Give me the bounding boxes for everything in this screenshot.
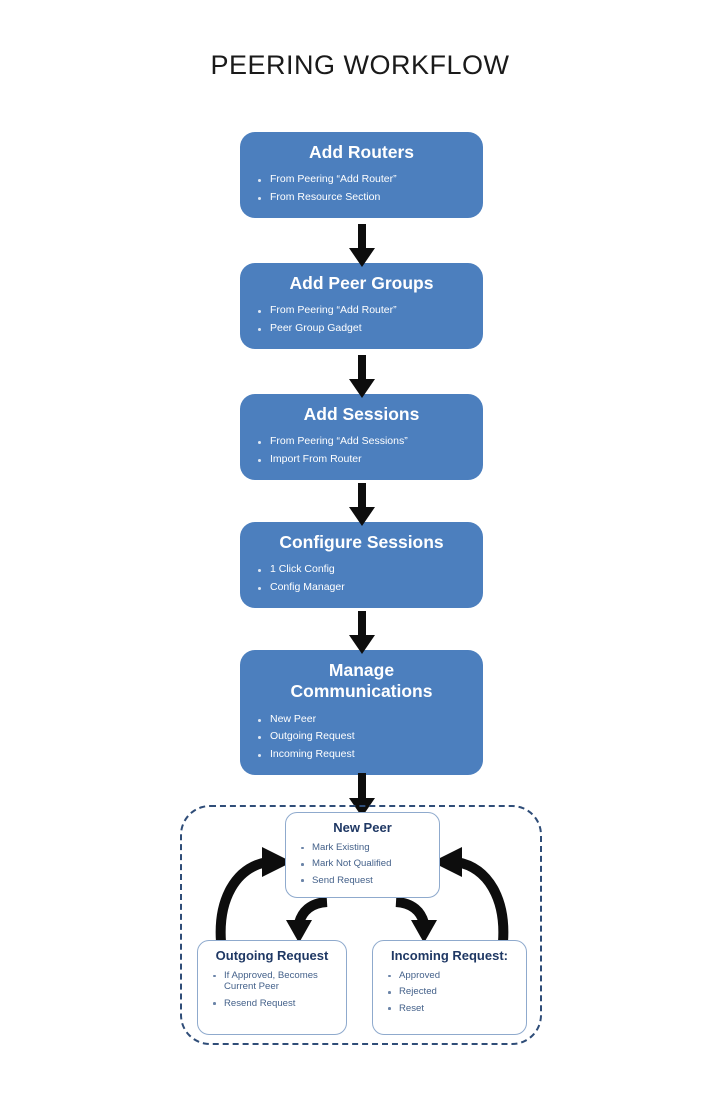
arrow-configure-to-manage-icon <box>349 611 375 654</box>
step-title-line2: Communications <box>290 681 433 702</box>
step-bullet: Peer Group Gadget <box>254 320 473 338</box>
step-bullet-list: 1 Click Config Config Manager <box>240 561 483 596</box>
step-title: Manage Communications <box>240 660 483 703</box>
sub-bullet-list: If Approved, Becomes Current Peer Resend… <box>198 968 346 1012</box>
sub-bullet: Reset <box>383 1000 518 1016</box>
step-box-configure-sessions[interactable]: Configure Sessions 1 Click Config Config… <box>240 522 483 609</box>
sub-process-container <box>180 805 542 1045</box>
sub-bullet: If Approved, Becomes Current Peer <box>208 968 338 996</box>
step-bullet: Outgoing Request <box>254 728 473 746</box>
step-bullet: Config Manager <box>254 579 473 597</box>
arrow-sessions-to-configure-icon <box>349 483 375 526</box>
arrow-peer-groups-to-sessions-icon <box>349 355 375 398</box>
sub-bullet-list: Approved Rejected Reset <box>373 968 526 1017</box>
step-bullet: From Peering “Add Sessions” <box>254 433 473 451</box>
step-bullet-list: From Peering “Add Router” Peer Group Gad… <box>240 302 483 337</box>
step-title: Add Routers <box>309 142 414 162</box>
sub-bullet: Mark Existing <box>296 840 431 856</box>
sub-bullet: Resend Request <box>208 995 338 1011</box>
sub-box-incoming-request[interactable]: Incoming Request: Approved Rejected Rese… <box>372 940 527 1035</box>
step-box-add-routers[interactable]: Add Routers From Peering “Add Router” Fr… <box>240 132 483 219</box>
step-bullet: From Resource Section <box>254 189 473 207</box>
sub-bullet: Send Request <box>296 872 431 888</box>
sub-bullet: Rejected <box>383 984 518 1000</box>
sub-bullet: Mark Not Qualified <box>296 856 431 872</box>
step-bullet: From Peering “Add Router” <box>254 302 473 320</box>
step-title-line1: Manage <box>328 660 395 680</box>
step-title: Add Peer Groups <box>289 273 434 293</box>
step-box-manage-communications[interactable]: Manage Communications New Peer Outgoing … <box>240 650 483 776</box>
sub-box-title: Outgoing Request <box>215 948 329 963</box>
step-title: Configure Sessions <box>279 532 444 552</box>
page-title: PEERING WORKFLOW <box>210 50 510 80</box>
step-bullet-list: New Peer Outgoing Request Incoming Reque… <box>240 711 483 764</box>
step-bullet: Incoming Request <box>254 746 473 764</box>
sub-box-outgoing-request[interactable]: Outgoing Request If Approved, Becomes Cu… <box>197 940 347 1035</box>
step-title: Add Sessions <box>303 404 420 424</box>
sub-box-new-peer[interactable]: New Peer Mark Existing Mark Not Qualifie… <box>285 812 440 898</box>
arrow-routers-to-peer-groups-icon <box>349 224 375 267</box>
step-box-add-sessions[interactable]: Add Sessions From Peering “Add Sessions”… <box>240 394 483 481</box>
step-bullet: New Peer <box>254 711 473 729</box>
sub-bullet-list: Mark Existing Mark Not Qualified Send Re… <box>286 840 439 889</box>
step-bullet-list: From Peering “Add Sessions” Import From … <box>240 433 483 468</box>
sub-box-title: New Peer <box>333 820 392 835</box>
step-bullet-list: From Peering “Add Router” From Resource … <box>240 171 483 206</box>
step-box-add-peer-groups[interactable]: Add Peer Groups From Peering “Add Router… <box>240 263 483 350</box>
sub-box-title: Incoming Request: <box>390 948 508 963</box>
step-bullet: 1 Click Config <box>254 561 473 579</box>
sub-bullet: Approved <box>383 968 518 984</box>
step-bullet: From Peering “Add Router” <box>254 171 473 189</box>
step-bullet: Import From Router <box>254 451 473 469</box>
